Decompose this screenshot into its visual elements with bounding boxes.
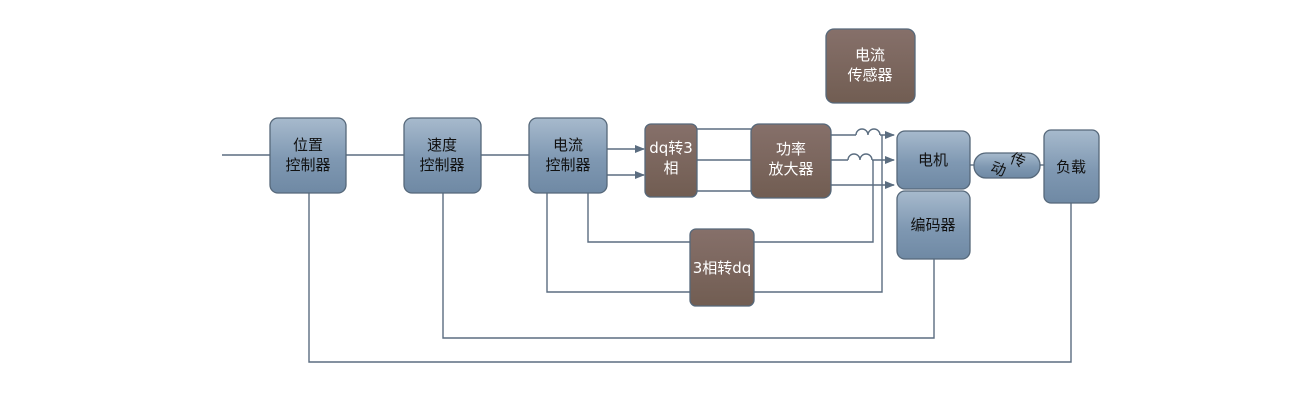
3phase-to-dq-label: 3相转dq: [693, 259, 752, 277]
current-sensor-block: 电流 传感器: [825, 28, 916, 104]
power-amplifier-block: 功率 放大器: [750, 123, 832, 199]
current-controller-line2: 控制器: [545, 156, 590, 174]
dq-to-3phase-block: dq转3 相: [644, 123, 698, 198]
motor-label: 电机: [918, 151, 948, 169]
3phase-to-dq-block: 3相转dq: [689, 228, 755, 307]
speed-controller-block: 速度 控制器: [403, 117, 482, 194]
load-label: 负载: [1056, 158, 1086, 176]
speed-controller-line2: 控制器: [419, 156, 464, 174]
transmission-block: 传 动: [973, 149, 1041, 180]
speed-controller-line1: 速度: [427, 136, 457, 154]
position-controller-line2: 控制器: [285, 156, 330, 174]
power-amplifier-line1: 功率: [776, 140, 806, 158]
sensor-coil-1: [855, 128, 881, 136]
feedback-encoder-speed: [442, 193, 935, 339]
dq-to-3phase-line1: dq转3: [649, 139, 693, 157]
power-amplifier-line2: 放大器: [768, 160, 813, 178]
sensor-coil-2: [847, 153, 873, 161]
encoder-block: 编码器: [896, 190, 971, 260]
transmission-char2: 动: [988, 158, 1008, 180]
transmission-char1: 传: [1008, 149, 1028, 171]
dq-to-3phase-line2: 相: [663, 159, 678, 177]
load-block: 负载: [1043, 129, 1100, 204]
current-controller-line1: 电流: [553, 136, 583, 154]
current-sensor-line1: 电流: [855, 46, 885, 64]
motor-block: 电机: [896, 130, 971, 190]
feedback-load-position: [308, 193, 1072, 363]
position-controller-block: 位置 控制器: [269, 117, 347, 194]
current-controller-block: 电流 控制器: [528, 117, 608, 194]
encoder-label: 编码器: [910, 216, 955, 234]
current-sensor-line2: 传感器: [847, 66, 892, 84]
position-controller-line1: 位置: [293, 136, 323, 154]
